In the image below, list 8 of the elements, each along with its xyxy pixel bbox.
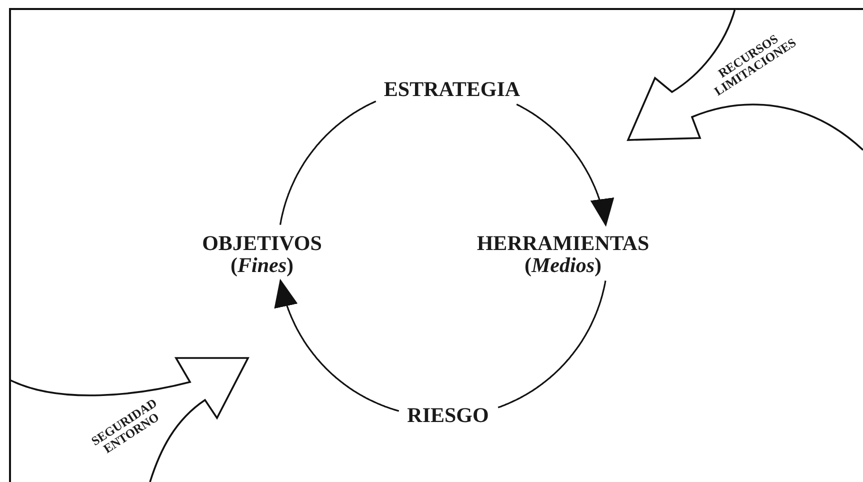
node-label: ESTRATEGIA: [384, 78, 520, 100]
node-label: OBJETIVOS: [202, 232, 322, 254]
node-label: HERRAMIENTAS: [476, 232, 650, 254]
cycle-arrow: [516, 104, 614, 227]
node-label: RIESGO: [407, 404, 489, 426]
node-label: (Medios): [524, 254, 602, 276]
cycle-arrow: [274, 278, 400, 412]
node-label: (Fines): [230, 254, 294, 276]
